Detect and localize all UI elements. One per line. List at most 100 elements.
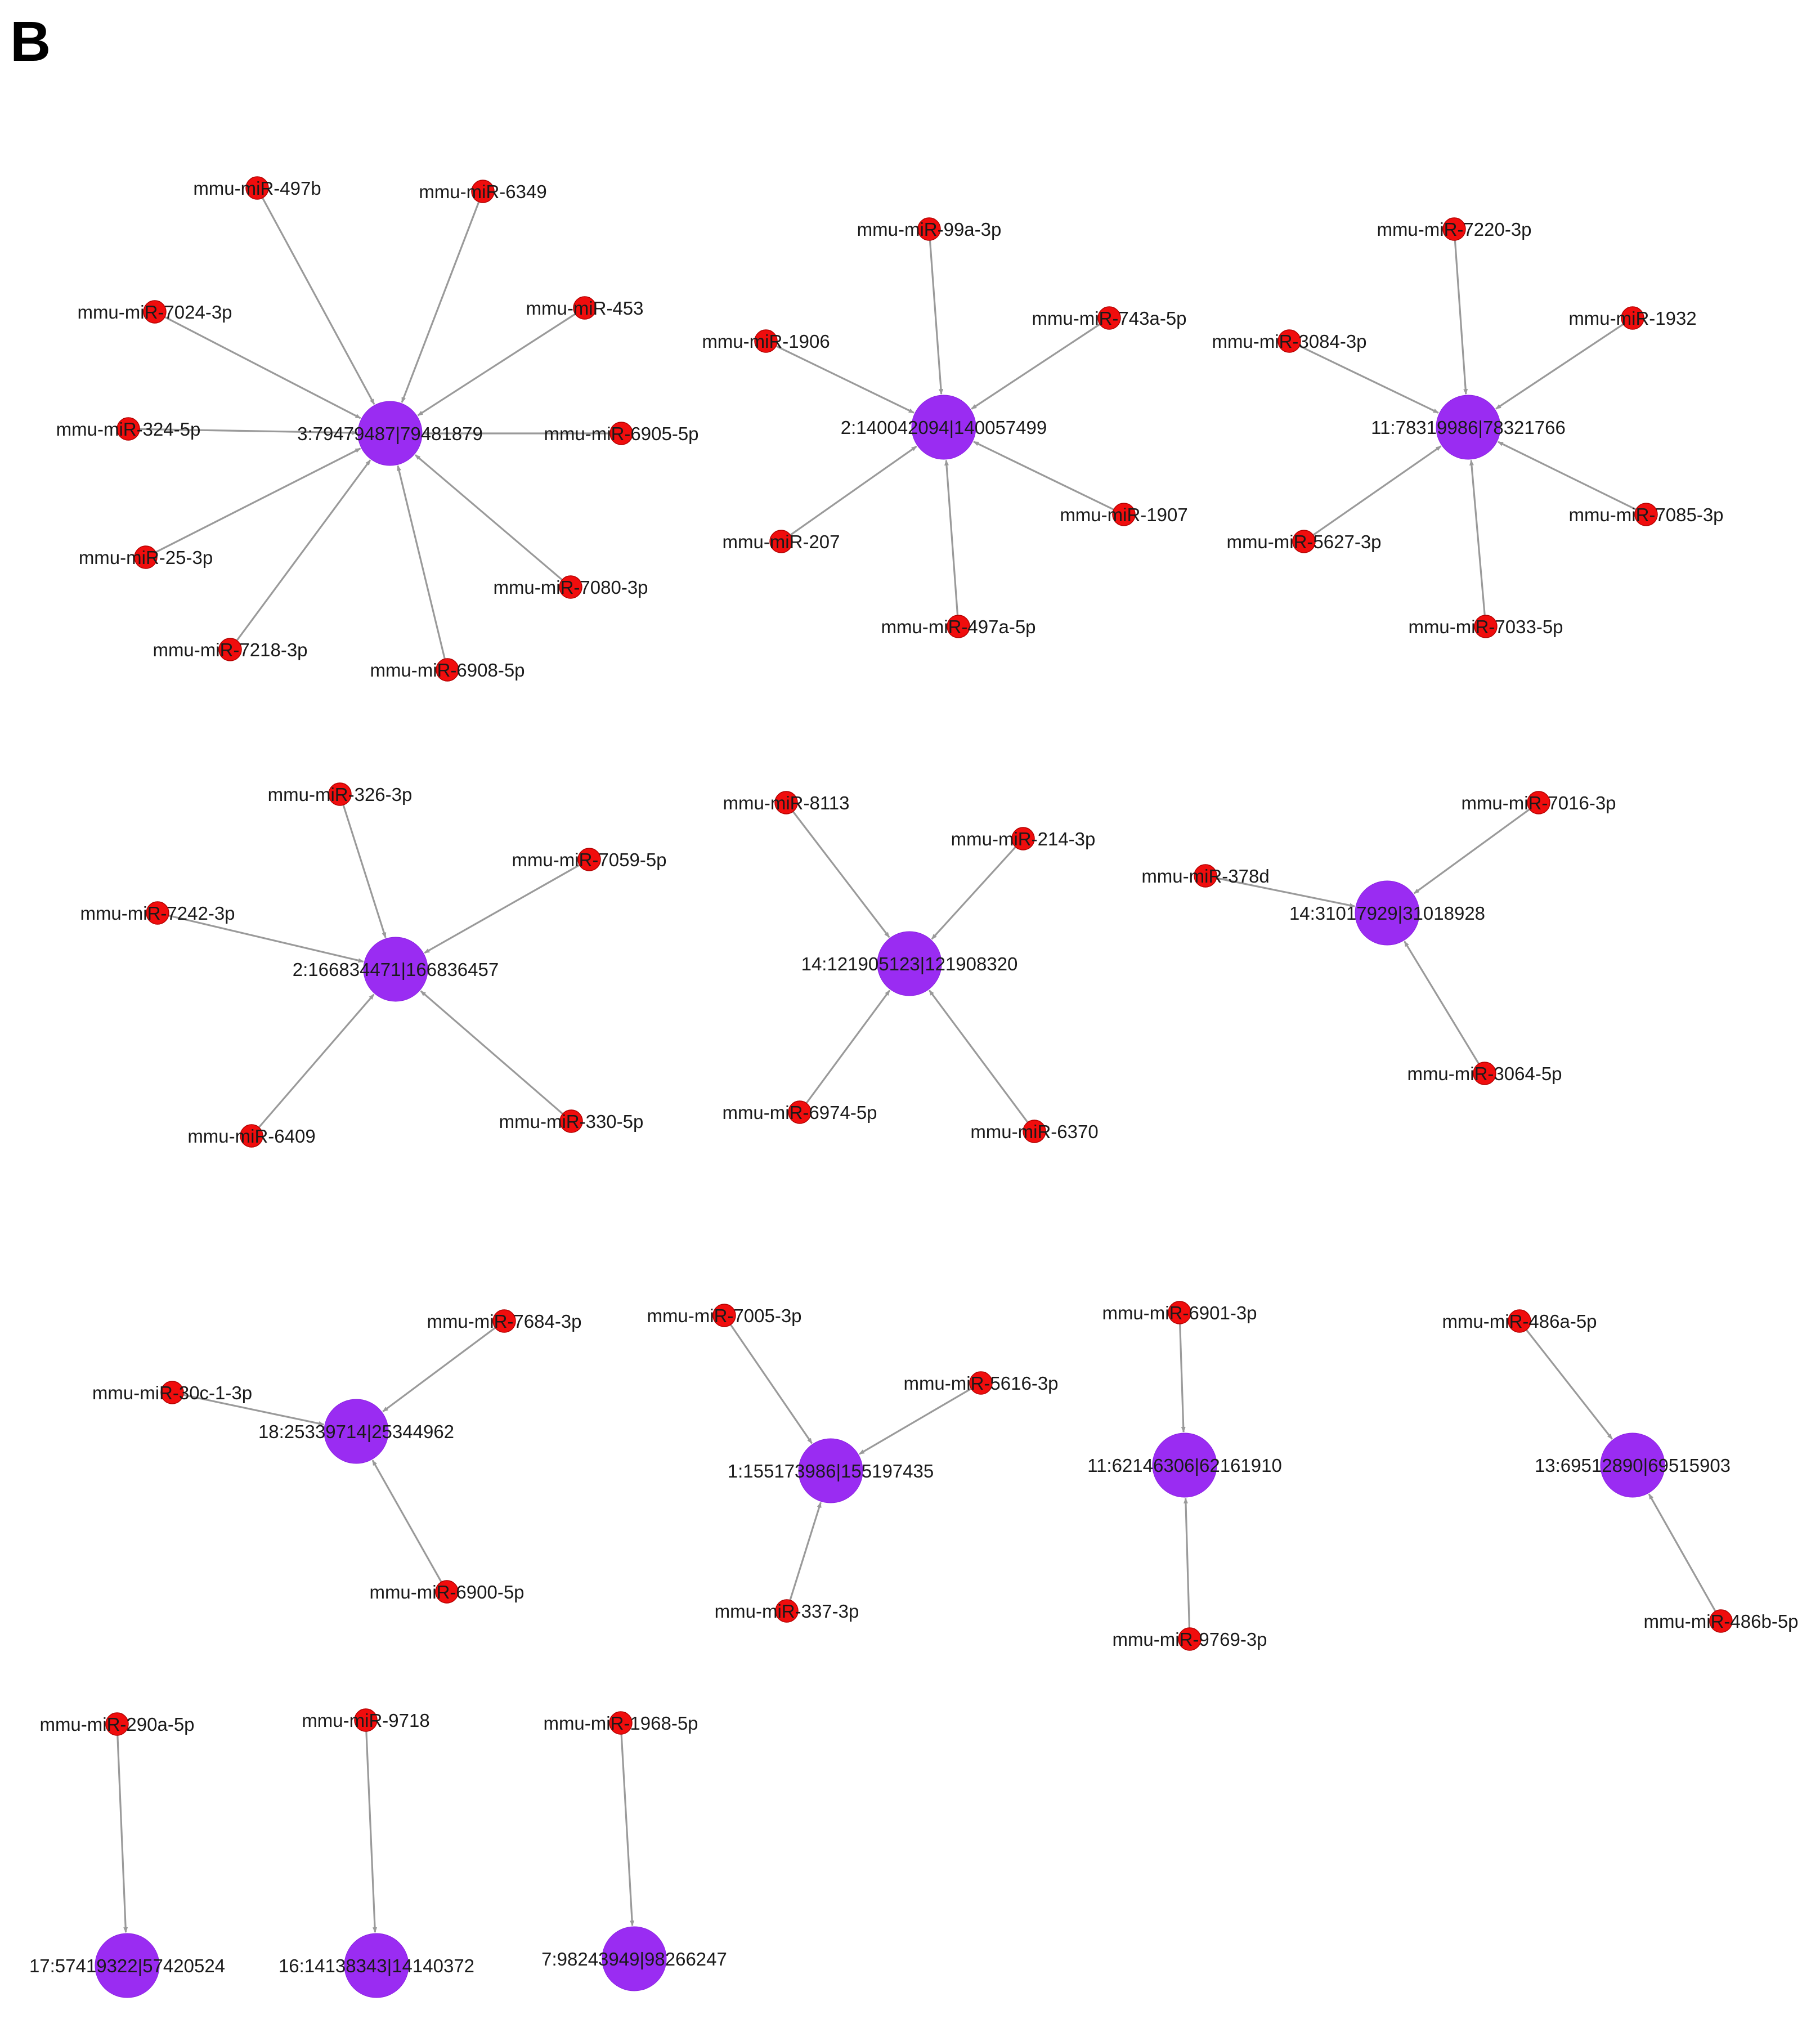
mirna-label: mmu-miR-9718 bbox=[302, 1710, 429, 1731]
mirna-node[interactable] bbox=[134, 545, 158, 569]
mirna-node[interactable] bbox=[436, 658, 459, 682]
mirna-node[interactable] bbox=[1474, 615, 1498, 638]
mirna-node[interactable] bbox=[105, 1712, 129, 1736]
mirna-node[interactable] bbox=[1277, 329, 1301, 353]
circrna-node[interactable] bbox=[798, 1438, 863, 1503]
mirna-label: mmu-miR-9769-3p bbox=[1112, 1629, 1267, 1650]
mirna-node[interactable] bbox=[1527, 791, 1550, 814]
mirna-label: mmu-miR-7218-3p bbox=[153, 639, 307, 660]
circrna-node[interactable] bbox=[324, 1399, 389, 1464]
mirna-node[interactable] bbox=[609, 1711, 633, 1735]
interaction-edge bbox=[1526, 1329, 1613, 1440]
mirna-label: mmu-miR-743a-5p bbox=[1032, 308, 1186, 329]
mirna-node[interactable] bbox=[1709, 1609, 1733, 1633]
mirna-node[interactable] bbox=[245, 176, 269, 200]
mirna-node[interactable] bbox=[471, 180, 495, 203]
circrna-label: 11:62146306|62161910 bbox=[1087, 1455, 1282, 1476]
mirna-node[interactable] bbox=[143, 300, 167, 324]
mirna-node[interactable] bbox=[559, 1109, 583, 1133]
mirna-node[interactable] bbox=[1023, 1120, 1046, 1143]
circrna-label: 2:166834471|166836457 bbox=[293, 959, 499, 980]
mirna-node[interactable] bbox=[917, 217, 941, 241]
mirna-node[interactable] bbox=[1442, 217, 1466, 241]
interaction-edge bbox=[1312, 445, 1442, 536]
mirna-label: mmu-miR-497a-5p bbox=[881, 616, 1035, 637]
mirna-node[interactable] bbox=[712, 1304, 736, 1327]
circrna-node[interactable] bbox=[95, 1933, 160, 1998]
mirna-node[interactable] bbox=[1508, 1309, 1531, 1333]
interaction-edge bbox=[168, 915, 364, 963]
circrna-node[interactable] bbox=[363, 937, 428, 1002]
mirna-node[interactable] bbox=[754, 329, 778, 353]
interaction-edge bbox=[1183, 1497, 1191, 1628]
interaction-edge bbox=[417, 313, 576, 417]
mirna-node[interactable] bbox=[1168, 1301, 1191, 1324]
mirna-node[interactable] bbox=[609, 422, 633, 445]
interaction-edge bbox=[1495, 323, 1624, 410]
circrna-node[interactable] bbox=[1600, 1432, 1665, 1498]
mirna-node[interactable] bbox=[774, 791, 798, 814]
mirna-label: mmu-miR-207 bbox=[722, 531, 840, 552]
mirna-node[interactable] bbox=[1473, 1062, 1496, 1085]
mirna-node[interactable] bbox=[1634, 503, 1658, 526]
mirna-node[interactable] bbox=[947, 615, 970, 638]
interaction-edge bbox=[236, 459, 371, 641]
circrna-node[interactable] bbox=[1355, 880, 1420, 946]
mirna-node[interactable] bbox=[218, 638, 242, 661]
mirna-node[interactable] bbox=[969, 1371, 993, 1395]
mirna-node[interactable] bbox=[1194, 864, 1217, 888]
circrna-node[interactable] bbox=[1152, 1432, 1217, 1498]
circrna-node[interactable] bbox=[911, 395, 976, 460]
circrna-node[interactable] bbox=[344, 1933, 409, 1998]
circrna-label: 18:25339714|25344962 bbox=[258, 1421, 454, 1442]
mirna-node[interactable] bbox=[1292, 530, 1316, 553]
nodes-layer bbox=[95, 176, 1733, 1998]
mirna-label: mmu-miR-6370 bbox=[970, 1121, 1098, 1142]
mirna-label: mmu-miR-497b bbox=[193, 178, 321, 199]
mirna-label: mmu-miR-6900-5p bbox=[369, 1582, 524, 1602]
mirna-label: mmu-miR-30c-1-3p bbox=[92, 1382, 252, 1403]
mirna-node[interactable] bbox=[573, 296, 597, 320]
mirna-node[interactable] bbox=[1112, 503, 1136, 526]
mirna-node[interactable] bbox=[1621, 306, 1644, 330]
mirna-node[interactable] bbox=[769, 530, 793, 553]
circrna-node[interactable] bbox=[1436, 395, 1501, 460]
mirna-label: mmu-miR-324-5p bbox=[56, 419, 201, 440]
interaction-edge bbox=[620, 1734, 635, 1927]
mirna-label: mmu-miR-3064-5p bbox=[1407, 1063, 1562, 1084]
mirna-node[interactable] bbox=[577, 848, 601, 871]
mirna-node[interactable] bbox=[240, 1124, 263, 1148]
circrna-node[interactable] bbox=[877, 931, 942, 996]
mirna-node[interactable] bbox=[328, 782, 352, 806]
mirna-node[interactable] bbox=[788, 1100, 812, 1124]
mirna-label: mmu-miR-330-5p bbox=[499, 1111, 644, 1132]
interaction-edge bbox=[1216, 877, 1356, 908]
interaction-edge bbox=[420, 990, 563, 1115]
interaction-edge bbox=[401, 202, 480, 403]
interaction-edge bbox=[973, 441, 1114, 511]
mirna-node[interactable] bbox=[435, 1580, 459, 1604]
mirna-node[interactable] bbox=[146, 901, 169, 925]
mirna-label: mmu-miR-7080-3p bbox=[493, 577, 648, 598]
interaction-edge bbox=[397, 465, 446, 659]
mirna-node[interactable] bbox=[1178, 1627, 1202, 1651]
mirna-node[interactable] bbox=[160, 1381, 184, 1404]
mirna-label: mmu-miR-7033-5p bbox=[1408, 616, 1563, 637]
mirna-node[interactable] bbox=[1011, 827, 1035, 850]
circrna-node[interactable] bbox=[357, 401, 423, 466]
mirna-node[interactable] bbox=[1097, 306, 1121, 330]
interaction-edge bbox=[792, 811, 890, 938]
mirna-label: mmu-miR-486a-5p bbox=[1442, 1311, 1597, 1332]
mirna-node[interactable] bbox=[116, 417, 140, 441]
mirna-label: mmu-miR-7684-3p bbox=[427, 1311, 581, 1332]
mirna-node[interactable] bbox=[559, 575, 582, 599]
mirna-node[interactable] bbox=[775, 1599, 799, 1623]
mirna-label: mmu-miR-25-3p bbox=[79, 547, 213, 568]
mirna-label: mmu-miR-5627-3p bbox=[1226, 531, 1381, 552]
interaction-edge bbox=[1404, 941, 1480, 1064]
interaction-edge bbox=[944, 459, 959, 616]
circrna-node[interactable] bbox=[602, 1926, 667, 1991]
mirna-node[interactable] bbox=[354, 1708, 378, 1732]
edges-layer bbox=[116, 197, 1716, 1933]
mirna-node[interactable] bbox=[492, 1309, 516, 1333]
